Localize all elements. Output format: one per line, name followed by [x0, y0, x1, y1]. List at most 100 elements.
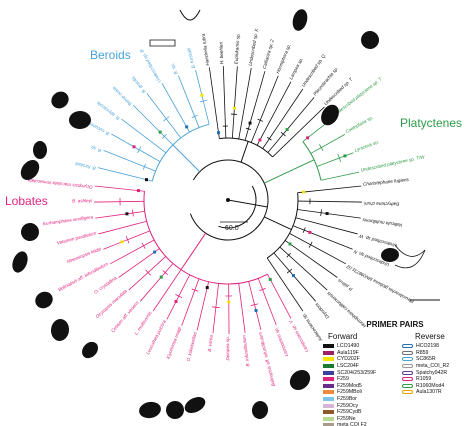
tree-branch	[95, 210, 145, 219]
tip-label: Undescribed sp. B	[139, 48, 162, 83]
tip-label: B. forskalii	[74, 161, 97, 171]
legend-label: F259Ocy	[337, 402, 359, 409]
tree-branch	[272, 106, 325, 158]
legend-swatch	[323, 357, 334, 362]
primer-marker	[306, 136, 310, 140]
legend-swatch	[323, 383, 334, 388]
tip-label: Velamen parallelum	[56, 231, 97, 246]
ctenophore-silhouette	[289, 370, 311, 390]
tree-branch	[297, 209, 361, 219]
legend-swatch	[323, 423, 334, 426]
legend-swatch	[323, 410, 334, 415]
ctenophore-silhouette	[292, 9, 308, 31]
tree-branch	[257, 278, 277, 326]
legend-label: R1060Mod4	[416, 382, 445, 389]
tree-branch	[103, 230, 151, 250]
tree-branch	[248, 281, 262, 330]
legend-swatch	[402, 390, 413, 395]
tip-label: B. cucumis	[87, 121, 110, 137]
legend-swatch	[323, 397, 334, 402]
tip-label: B. forskalii	[186, 46, 196, 69]
primer-marker	[132, 145, 136, 149]
tree-branch	[297, 200, 362, 203]
tree-branch	[316, 152, 354, 167]
legend-item: LSC204F	[323, 363, 376, 370]
legend-label: HCO2198	[416, 343, 440, 350]
ctenophore-silhouette	[33, 141, 47, 159]
primer-marker	[308, 230, 312, 234]
tip-label: Euplokamis sp.	[233, 33, 240, 64]
tip-label: Undescribed sp. X	[248, 27, 260, 66]
tree-branch	[262, 88, 304, 149]
primer-marker	[325, 212, 329, 216]
tip-label: H. beehleri	[218, 41, 224, 64]
tip-label: Undescribed platyctene sp. T/W	[360, 154, 425, 173]
primer-marker	[232, 106, 236, 110]
tip-label: Undescribed sp. W	[358, 233, 397, 248]
tip-label: Bathyctena chuni	[363, 201, 399, 207]
ctenophore-silhouette	[51, 91, 69, 109]
legend-label: Spatchy942R	[416, 369, 448, 376]
primer-marker	[153, 250, 157, 254]
tip-label: Haeckelia rubra	[201, 33, 210, 66]
tree-branch-arc	[218, 185, 257, 229]
tree-branch	[161, 83, 190, 133]
tip-label: Callianira sp. 2	[262, 39, 275, 70]
tree-branch	[284, 240, 338, 278]
tree-branch	[172, 144, 201, 173]
legend-swatch	[402, 357, 413, 362]
legend-label: F259	[337, 376, 349, 383]
legend-label: F259CydB	[337, 409, 362, 416]
primer-marker	[254, 309, 258, 313]
legend-swatch	[323, 390, 334, 395]
tree-branch	[118, 248, 160, 278]
ctenophore-silhouette	[20, 159, 40, 181]
legend-forward-header: Forward	[328, 332, 358, 341]
tree-branch	[279, 246, 328, 291]
tree-branch	[196, 281, 210, 331]
primer-marker	[291, 274, 295, 278]
tip-label: Dryodora	[314, 302, 330, 320]
tip-label: Mnemiopsis leidyi	[66, 246, 102, 264]
legend-item: F259Ocy	[323, 402, 376, 409]
legend-item: CYD202F	[323, 356, 376, 363]
tip-label: Bolinopsis aff. infundibulum	[257, 331, 276, 387]
tree-branch	[94, 200, 145, 203]
tree-branch	[297, 185, 362, 194]
legend-swatch	[402, 370, 413, 375]
tree-branch	[264, 159, 315, 184]
primer-marker	[120, 240, 124, 244]
tree-branch	[121, 118, 167, 154]
tree-branch-arc	[302, 141, 322, 181]
tip-label: Deiopea sp.	[225, 336, 230, 361]
tip-label: Coeloplana sp.	[345, 115, 374, 134]
tree-branch	[94, 185, 145, 192]
tip-label: O. crystallina	[93, 275, 118, 295]
primer-marker	[144, 178, 148, 182]
tree-branch	[238, 67, 252, 140]
tree-branch-arc	[143, 191, 268, 285]
tip-label: Ocyropsis maculata immaculata	[27, 178, 93, 190]
tree-branch	[238, 283, 246, 333]
tree-branch	[128, 256, 167, 291]
tree-branch	[146, 93, 182, 139]
legend-label: LSC204F	[337, 363, 359, 370]
legend-swatch	[323, 344, 334, 349]
legend-swatch	[402, 377, 413, 382]
ctenophore-outline	[394, 244, 426, 269]
legend-item: F259Bor	[323, 396, 376, 403]
primer-marker	[125, 212, 129, 216]
legend-item: meta_COI_R2	[402, 363, 449, 370]
legend-item: R1059	[402, 376, 449, 383]
tree-branch	[231, 66, 238, 139]
legend-item: F259MBoli	[323, 389, 376, 396]
legend-title: PRIMER PAIRS	[366, 320, 424, 329]
legend-swatch	[323, 377, 334, 382]
tree-branch	[320, 171, 360, 181]
legend-label: CYD202F	[337, 356, 360, 363]
tree-branch	[240, 141, 249, 163]
legend-label: Aula119F	[337, 349, 359, 356]
